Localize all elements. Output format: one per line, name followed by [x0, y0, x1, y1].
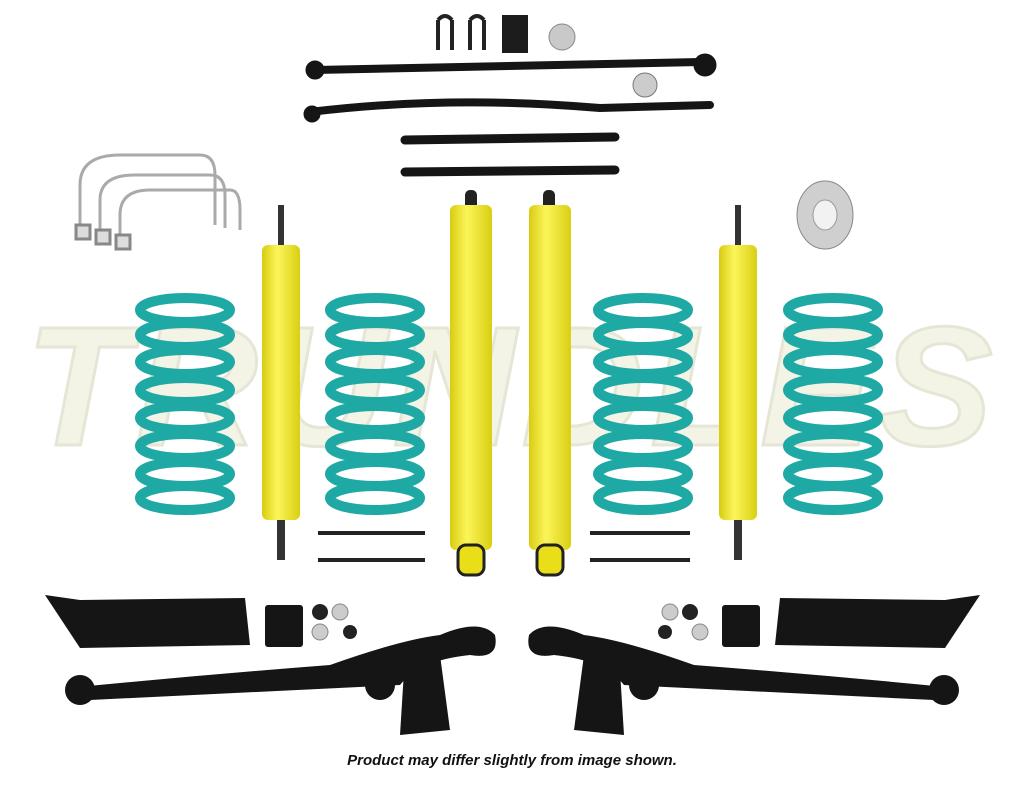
lower-control-arms: [45, 595, 980, 735]
wheel-spacer: [796, 180, 854, 250]
track-bars: [303, 53, 717, 177]
disclaimer-caption: Product may differ slightly from image s…: [347, 752, 677, 769]
hardware-nuts-washers: [311, 603, 709, 641]
sway-bar-links: [318, 531, 690, 562]
shock-2: [450, 190, 492, 577]
hardware-top: [436, 14, 576, 53]
shock-4: [719, 205, 757, 560]
coil-springs: [135, 293, 878, 515]
brake-lines: [74, 153, 242, 251]
shock-absorbers: [262, 190, 757, 577]
shock-1: [262, 205, 300, 560]
shock-3: [529, 190, 571, 577]
